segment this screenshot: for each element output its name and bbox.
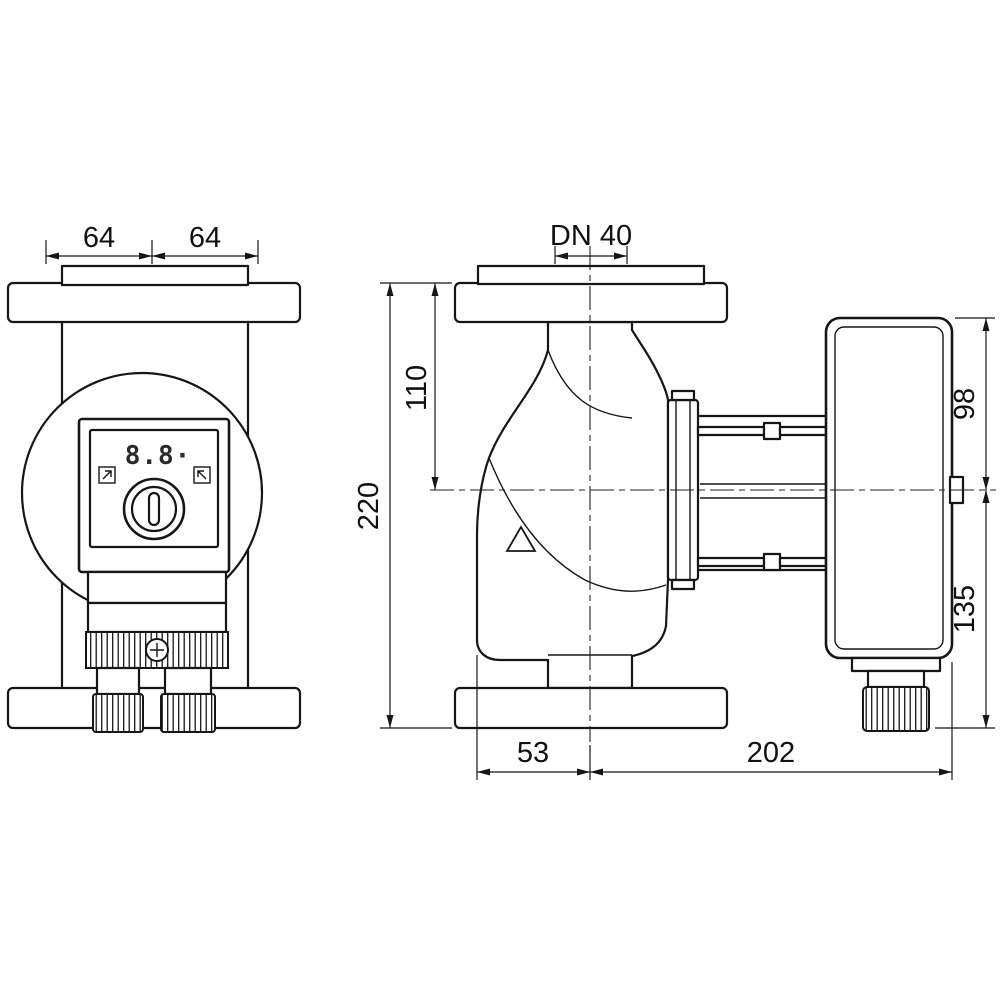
dim-dn40-label: DN 40 (550, 220, 632, 252)
volute-inner-curve-mid (488, 457, 667, 592)
dim-64-left: 64 (46, 222, 152, 260)
terminal-box (85, 570, 229, 669)
arrowhead-icon (152, 252, 165, 260)
dim-dn40: DN 40 (550, 220, 632, 264)
display-button-right (193, 466, 211, 484)
dim-135-label: 135 (949, 585, 981, 633)
dim-202-label: 202 (747, 737, 795, 769)
cable-gland-right (160, 666, 216, 733)
arrowhead-icon (46, 252, 59, 260)
arrowhead-icon (577, 768, 590, 776)
arrowhead-icon (982, 715, 990, 728)
arrowhead-icon (245, 252, 258, 260)
cable-gland-left (92, 666, 144, 733)
dim-220: 220 (353, 283, 394, 728)
side-view (430, 246, 996, 742)
dim-202: 202 (590, 662, 953, 780)
electronics-module (824, 316, 965, 732)
arrowhead-icon (982, 490, 990, 503)
screw-cross-icon (150, 643, 164, 657)
front-view: 8.8· (6, 264, 302, 733)
dim-98: 98 (949, 317, 995, 490)
flow-direction-triangle-icon (505, 525, 537, 552)
pump-volute-side (475, 320, 670, 690)
arrowhead-icon (431, 477, 439, 490)
top-flange-face-side (476, 264, 706, 286)
dimensions-side: DN 40 220 110 98 (353, 220, 995, 780)
dim-64-right: 64 (152, 222, 258, 260)
led-display-value: 8.8· (125, 441, 192, 471)
arrowhead-icon (431, 283, 439, 296)
dim-220-label: 220 (353, 482, 385, 530)
tie-bolt-top (696, 421, 828, 441)
volute-inner-curve-top (547, 349, 633, 419)
dim-110-label: 110 (401, 365, 433, 411)
arrowhead-icon (939, 768, 952, 776)
bottom-flange-side (453, 686, 729, 730)
top-flange-side (453, 281, 729, 324)
dim-135: 135 (935, 490, 995, 729)
dim-64-left-label: 64 (83, 222, 115, 254)
arrowhead-icon (386, 715, 394, 728)
arrowhead-icon (982, 318, 990, 331)
arrowhead-icon (139, 252, 152, 260)
arrowhead-icon (614, 252, 627, 260)
cable-gland-side (862, 686, 930, 732)
top-flange-front (6, 281, 302, 324)
bottom-flange-front (6, 686, 302, 730)
stator-housing (698, 414, 826, 572)
arrowhead-icon (982, 477, 990, 490)
dimensions-front: 64 64 (45, 222, 259, 264)
dim-98-label: 98 (949, 388, 981, 420)
arrow-up-right-icon (102, 470, 112, 480)
dim-53-label: 53 (517, 737, 549, 769)
display-button-left (98, 466, 116, 484)
arrowhead-icon (555, 252, 568, 260)
arrowhead-icon (477, 768, 490, 776)
dim-64-right-label: 64 (189, 222, 221, 254)
arrowhead-icon (590, 768, 603, 776)
control-module: 8.8· (77, 417, 231, 574)
arrow-up-left-icon (197, 470, 207, 480)
knob-slot (147, 491, 161, 527)
dim-110: 110 (401, 283, 439, 490)
top-flange-face-front (60, 264, 250, 287)
tie-bolt-bottom (696, 552, 828, 572)
arrowhead-icon (386, 283, 394, 296)
dim-53: 53 (476, 655, 591, 780)
